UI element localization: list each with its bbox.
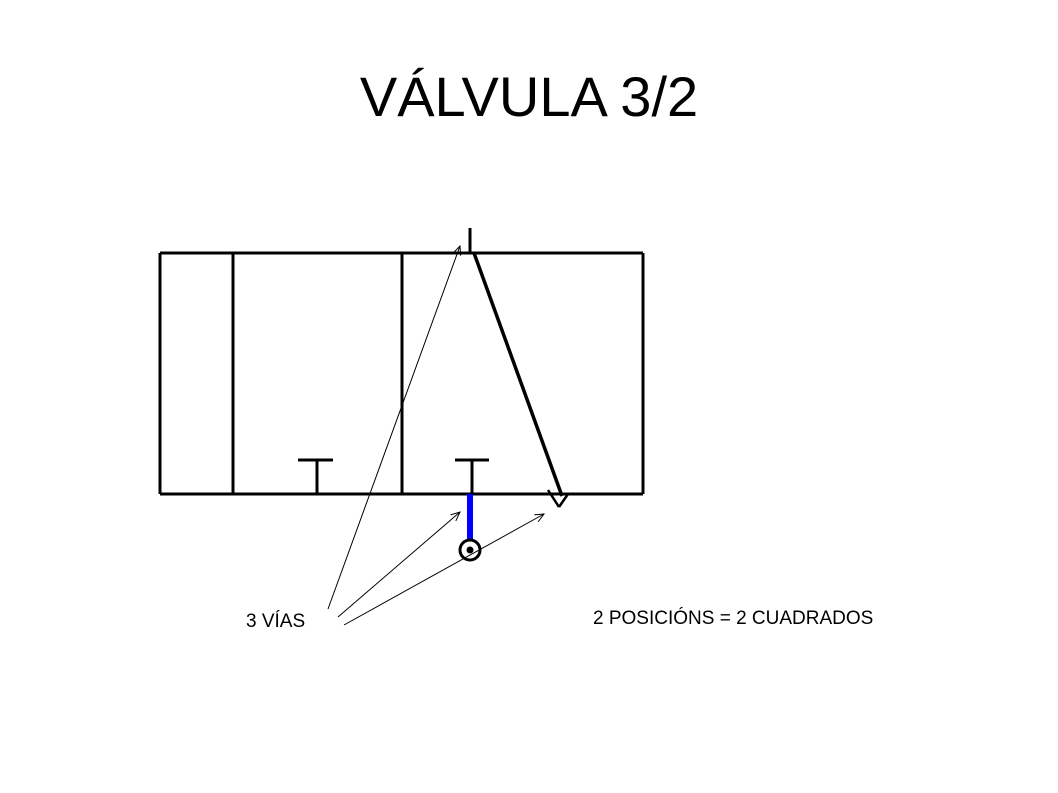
ways-label: 3 VÍAS bbox=[246, 611, 306, 632]
page-title: VÁLVULA 3/2 bbox=[359, 65, 699, 128]
leader-to-pressure-port bbox=[337, 512, 460, 618]
blocked-port-left bbox=[298, 458, 333, 494]
leader-to-outlet-port bbox=[343, 514, 544, 626]
pressure-source-symbol bbox=[458, 538, 482, 562]
blocked-port-right bbox=[455, 458, 489, 494]
valve-body bbox=[158, 251, 645, 496]
ways-leader-lines bbox=[327, 246, 544, 626]
positions-label: 2 POSICIÓNS = 2 CUADRADOS bbox=[593, 608, 874, 629]
flow-arrow bbox=[472, 252, 570, 508]
leader-to-top-port bbox=[327, 246, 460, 610]
